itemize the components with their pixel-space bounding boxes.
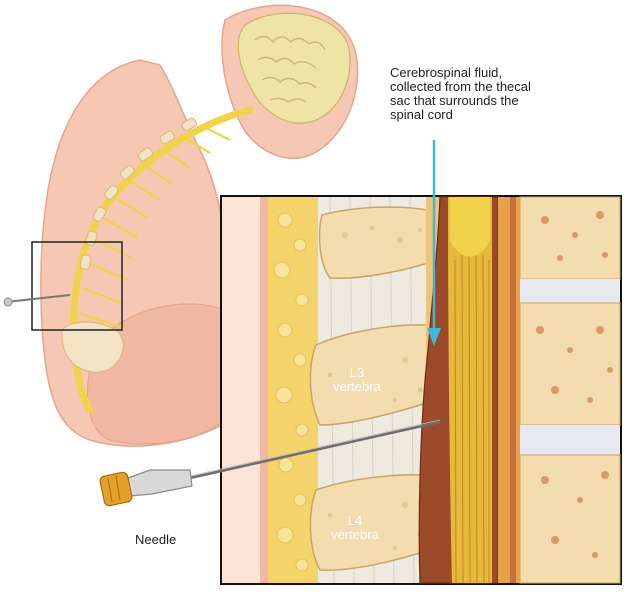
l3-label-line-2: vertebra xyxy=(333,379,381,394)
small-needle-hub xyxy=(3,297,13,307)
l4-label-line-1: L4 xyxy=(347,513,363,528)
fat-layer xyxy=(268,197,318,583)
conus-medullaris xyxy=(450,197,490,257)
cross-section-panel xyxy=(220,195,622,585)
cauda-equina xyxy=(448,197,492,583)
intervertebral-disc-2 xyxy=(520,425,620,455)
spinous-process-top xyxy=(318,206,437,280)
vertebral-body-1 xyxy=(519,196,621,280)
spinous-process-l3 xyxy=(309,324,437,426)
csf-label-line-1: Cerebrospinal fluid, xyxy=(390,65,503,80)
intervertebral-disc-1 xyxy=(520,279,620,303)
needle-hub xyxy=(127,469,193,497)
brain-folds xyxy=(254,35,326,103)
l3-label-line-1: L3 xyxy=(349,365,365,380)
fat-globules xyxy=(273,212,309,572)
needle-label: Needle xyxy=(135,532,177,547)
csf-arrow xyxy=(427,140,441,346)
vertebra-column xyxy=(79,117,197,270)
spinal-needle xyxy=(99,419,441,507)
spinous-process-l4 xyxy=(309,474,437,571)
brain xyxy=(237,12,351,124)
csf-label-line-2: collected from the thecal xyxy=(390,79,531,94)
csf-label-line-3: sac that surrounds the xyxy=(390,93,519,108)
csf-label: Cerebrospinal fluid, collected from the … xyxy=(390,66,590,122)
l3-vertebra-label: L3 vertebra xyxy=(322,366,392,394)
needle-shaft xyxy=(189,420,441,480)
csf-label-line-4: spinal cord xyxy=(390,107,453,122)
l4-vertebra-label: L4 vertebra xyxy=(320,514,390,542)
vertebral-body-2 xyxy=(519,302,621,426)
pelvis xyxy=(61,321,124,373)
needle-shaft-highlight xyxy=(189,419,441,477)
zoom-region-box xyxy=(31,241,123,331)
ligament-edge xyxy=(510,197,516,583)
vertebral-body-pores xyxy=(536,211,613,558)
skin-layer-edge xyxy=(260,197,268,583)
nerve-rootlets xyxy=(454,249,490,584)
l4-label-line-2: vertebra xyxy=(331,527,379,542)
posterior-longitudinal-ligament xyxy=(498,197,520,583)
small-needle xyxy=(5,294,71,303)
patient-figure xyxy=(3,4,359,447)
